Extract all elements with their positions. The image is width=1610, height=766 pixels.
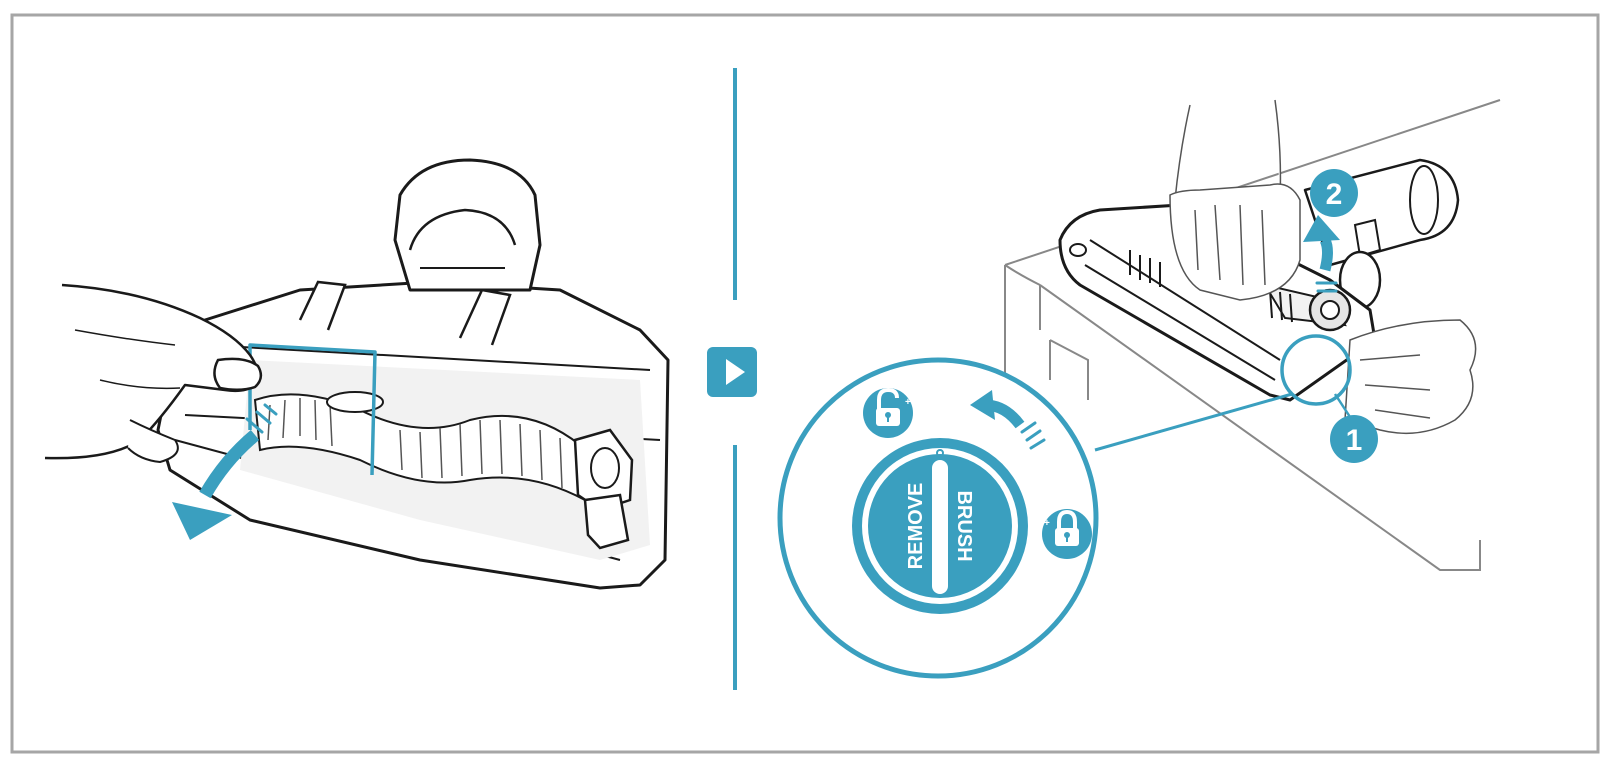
- step-2-badge: 2: [1310, 169, 1358, 217]
- zoom-leader-line: [1094, 392, 1293, 452]
- knob-zoom-spot: [1280, 334, 1352, 406]
- play-triangle-icon: [726, 359, 745, 385]
- step-1-label: 1: [1346, 424, 1363, 457]
- step-2-label: 2: [1326, 178, 1343, 211]
- hand-opening-cover: [44, 283, 263, 464]
- zoom-detail: REMOVE BRUSH +: [777, 357, 1099, 679]
- brush-bristles-right: [1129, 250, 1293, 323]
- vacuum-nozzle-on-table: [1058, 203, 1377, 402]
- left-panel: [44, 158, 670, 590]
- panel-divider: [707, 68, 757, 690]
- curved-up-arrow: [1303, 215, 1340, 293]
- svg-text:+: +: [1044, 518, 1050, 529]
- dial-grip-slot: [932, 460, 948, 594]
- open-padlock-icon: +: [863, 387, 913, 438]
- dial-remove-text: REMOVE: [905, 483, 927, 570]
- hands-removing-brush: [1169, 99, 1477, 435]
- step-1-badge: 1: [1330, 415, 1378, 463]
- right-panel: 2 1 REMOVE BRUSH: [777, 99, 1501, 679]
- curved-down-arrow: [172, 403, 278, 540]
- dial-brush-text: BRUSH: [953, 490, 975, 561]
- vacuum-nozzle-underside: [156, 158, 670, 590]
- svg-text:+: +: [905, 397, 911, 408]
- dial-marker-dot: [936, 449, 944, 457]
- closed-padlock-icon: +: [1042, 509, 1092, 559]
- curved-arrow-counterclockwise: [970, 390, 1046, 450]
